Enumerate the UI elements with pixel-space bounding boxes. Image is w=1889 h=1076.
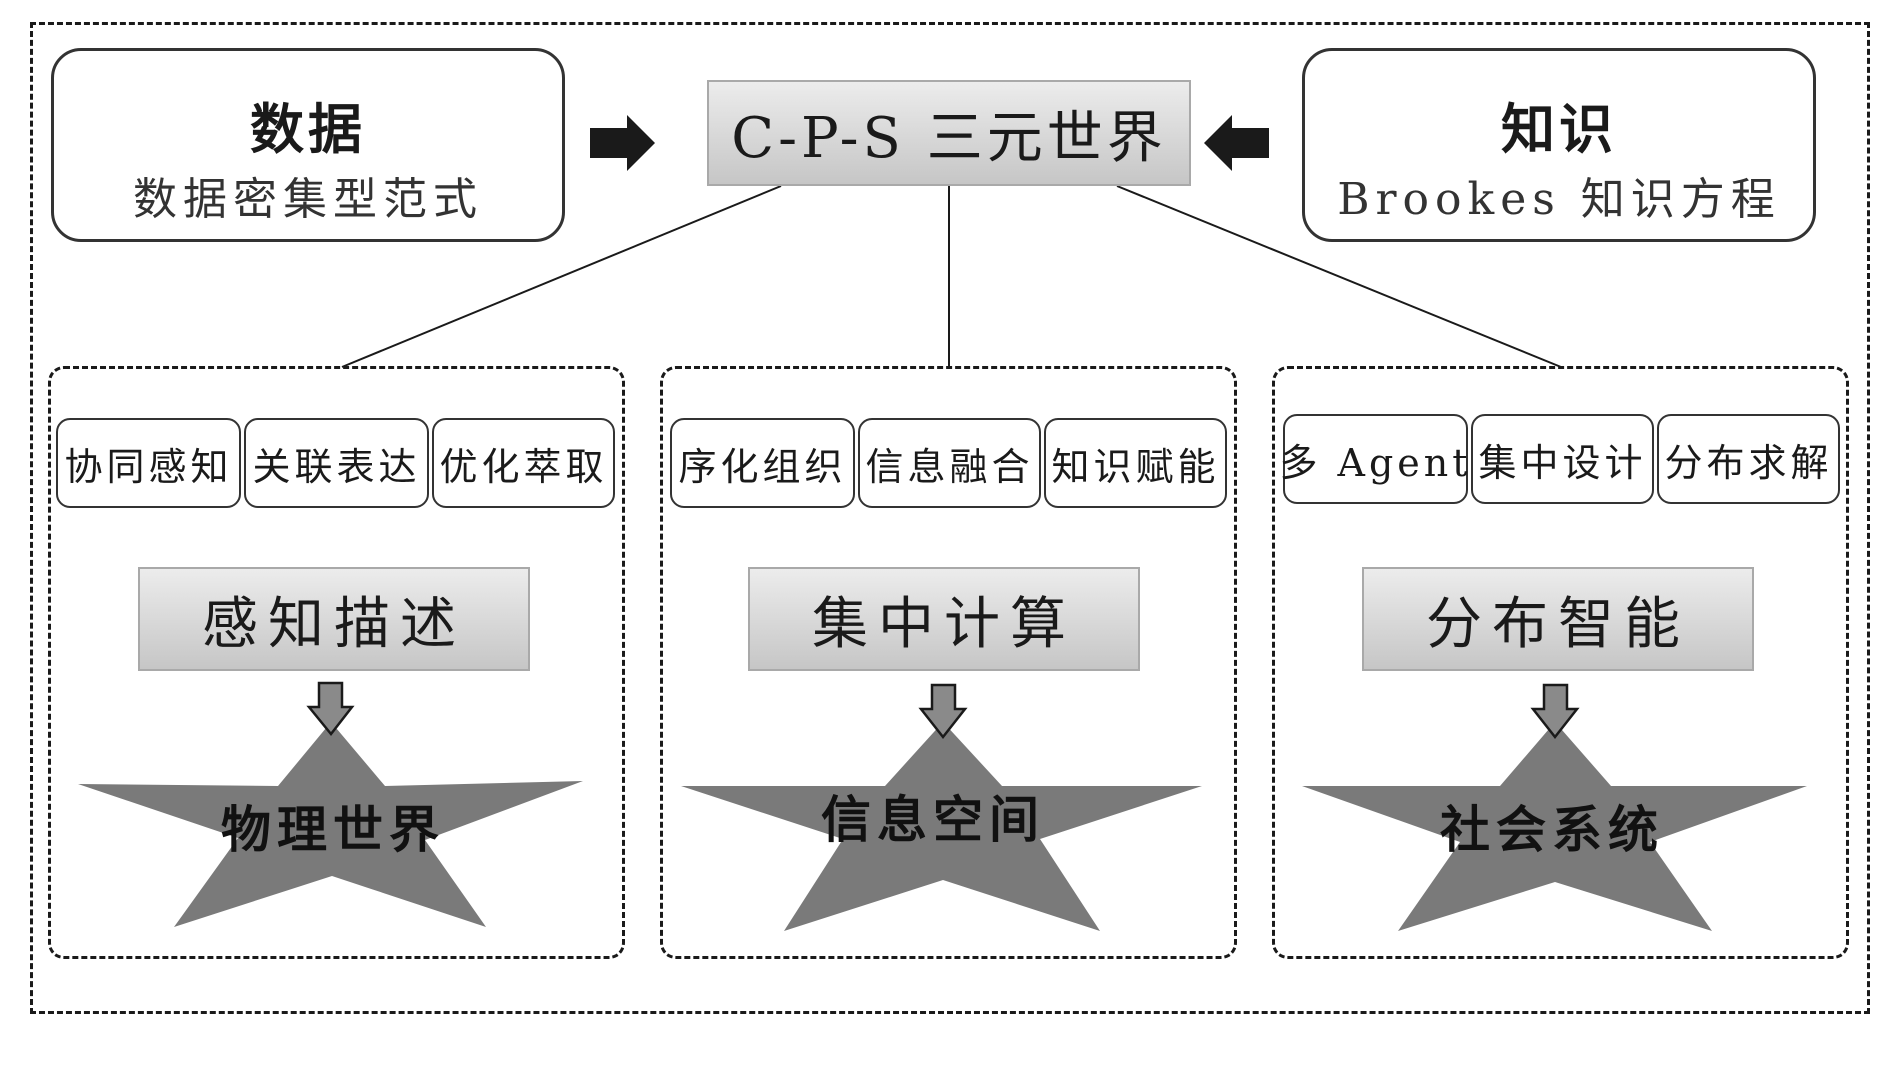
tag-information-fusion: 信息融合 [858,418,1041,508]
data-title: 数据 [250,98,366,161]
down-arrow-icon-left [306,681,355,737]
knowledge-box: 知识 Brookes 知识方程 [1302,48,1816,242]
tag-multi-agent: 多 Agent [1279,414,1468,504]
data-subtitle: 数据密集型范式 [133,174,483,225]
method-centralized-computing: 集中计算 [748,567,1140,671]
data-paradigm-box: 数据 数据密集型范式 [51,48,565,242]
method-perception-description: 感知描述 [138,567,530,671]
tag-optimized-extraction: 优化萃取 [432,418,615,508]
connector-left [341,185,782,368]
star-icon-social [1302,722,1807,931]
arrow-left-icon [1204,115,1269,171]
tag-knowledge-empowerment: 知识赋能 [1044,418,1227,508]
tag-distributed-solving: 分布求解 [1657,414,1840,504]
connector-right [1116,185,1562,368]
down-arrow-icon-middle [918,683,968,740]
tag-ordered-organization: 序化组织 [670,418,855,508]
tag-collaborative-sensing: 协同感知 [56,418,241,508]
section-social-system [1272,366,1849,959]
knowledge-subtitle: Brookes 知识方程 [1337,174,1781,225]
tag-centralized-design: 集中设计 [1471,414,1654,504]
star-label-physical-world: 物理世界 [221,801,445,859]
method-distributed-intelligence: 分布智能 [1362,567,1754,671]
star-icon-physical [78,722,583,927]
tag-association-expression: 关联表达 [244,418,429,508]
star-label-social-system: 社会系统 [1440,801,1664,859]
down-arrow-icon-right [1530,683,1580,740]
section-physical-world [48,366,625,959]
section-information-space [660,366,1237,959]
cps-world-box: C-P-S 三元世界 [707,80,1191,186]
knowledge-title: 知识 [1501,98,1617,161]
arrow-right-icon [590,115,655,171]
outer-dashed-frame [30,22,1870,1014]
star-label-information-space: 信息空间 [821,791,1045,849]
star-icon-information [681,722,1202,931]
